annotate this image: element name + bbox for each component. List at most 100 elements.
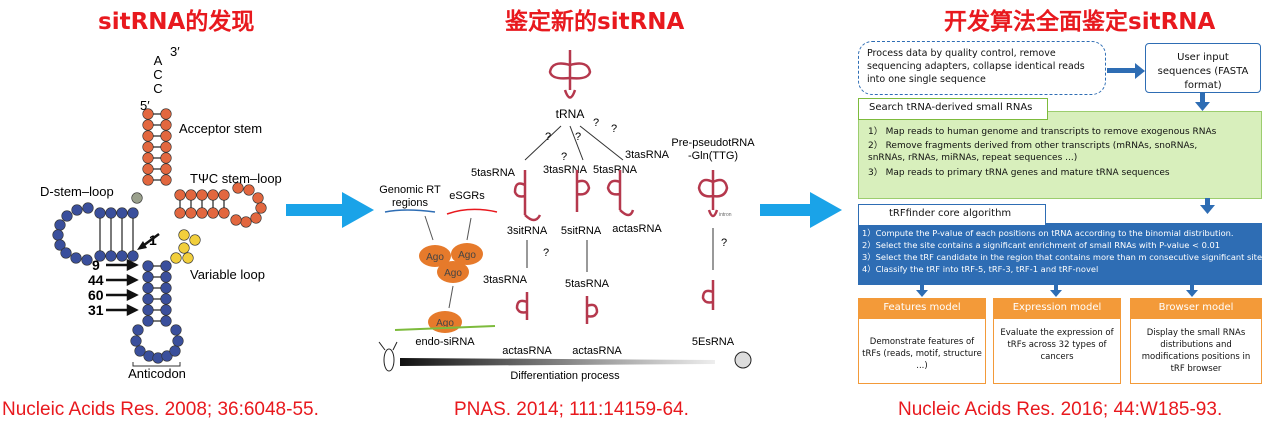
nucleotide	[81, 254, 93, 266]
nucleotide	[243, 184, 255, 196]
nucleotide	[160, 119, 172, 131]
features-model-title: Features model	[858, 298, 986, 319]
position-1-label: 1	[149, 232, 157, 248]
nucleotide	[232, 182, 244, 194]
right-panel-reference: Nucleic Acids Res. 2016; 44:W185-93.	[898, 399, 1223, 420]
features-model-desc: Demonstrate features of tRFs (reads, mot…	[862, 337, 982, 371]
actas-upper-label: actasRNA	[612, 223, 662, 235]
nucleotide	[161, 350, 173, 362]
tas3-lower-label: 3tasRNA	[483, 274, 528, 286]
user-input-box: User input sequences (FASTA format)	[1145, 43, 1261, 93]
differentiation-label: Differentiation process	[510, 370, 620, 382]
question-mark-6: ?	[543, 247, 549, 259]
nucleotide	[94, 207, 106, 219]
question-mark-2: ?	[575, 131, 581, 143]
question-mark-1: ?	[545, 131, 551, 143]
nucleotide	[182, 252, 194, 264]
nucleotide	[250, 212, 262, 224]
nucleotide	[142, 119, 154, 131]
nucleotide	[105, 250, 117, 262]
search-trna-section	[858, 111, 1262, 199]
search-step-1: 1） Map reads to human genome and transcr…	[868, 127, 1217, 137]
nucleotide	[252, 192, 264, 204]
browser-model-desc: Display the small RNAs distributions and…	[1141, 328, 1251, 374]
nucleotide	[127, 250, 139, 262]
process-data-box: Process data by quality control, remove …	[858, 41, 1106, 95]
arrow-middle-to-right	[760, 192, 842, 228]
ago-label-4: Ago	[436, 318, 454, 329]
nucleotide	[207, 207, 219, 219]
nucleotide	[130, 335, 142, 347]
nucleotide	[218, 207, 230, 219]
nucleotide	[185, 189, 197, 201]
core-step-3: 3）Select the tRF candidate in the region…	[862, 252, 1267, 262]
ago-label-2: Ago	[458, 250, 476, 261]
nucleotide	[142, 174, 154, 186]
nucleotide	[142, 141, 154, 153]
nucleotide	[52, 229, 64, 241]
nucleotide	[142, 152, 154, 164]
differentiation-arrow	[400, 358, 715, 366]
arrow-search-down	[1200, 198, 1215, 214]
nucleotide	[142, 271, 154, 283]
tas5-mid-label: 5tasRNA	[593, 164, 638, 176]
pre-pseudo-trna-label: Pre-pseudotRNA	[671, 137, 755, 149]
ago-protein-cluster	[419, 243, 483, 333]
trna-icon	[548, 50, 592, 99]
sit5-label: 5sitRNA	[561, 225, 602, 237]
organism-icon	[378, 341, 398, 372]
middle-panel-reference: PNAS. 2014; 111:14159-64.	[454, 399, 689, 420]
ago-label-1: Ago	[426, 252, 444, 263]
nucleotide	[218, 189, 230, 201]
nucleotide	[178, 229, 190, 241]
arrows-to-models	[916, 284, 1198, 297]
nucleotide	[170, 324, 182, 336]
question-mark-7: ?	[721, 237, 727, 249]
position-60-label: 60	[88, 287, 104, 303]
tpsic-loop-label: TΨC stem–loop	[190, 171, 282, 186]
nucleotide	[127, 207, 139, 219]
nucleotide	[174, 189, 186, 201]
anticodon-label: Anticodon	[128, 366, 186, 381]
search-step-3: 3） Map reads to primary tRNA genes and m…	[868, 168, 1170, 178]
pre-pseudo-trna-label-2: -Gln(TTG)	[688, 150, 738, 162]
nucleotide	[160, 271, 172, 283]
trna-label: tRNA	[556, 107, 585, 121]
variable-loop-label: Variable loop	[190, 267, 265, 282]
nucleotide	[174, 207, 186, 219]
nucleotide	[196, 207, 208, 219]
nucleotide	[207, 189, 219, 201]
nucleotide	[170, 252, 182, 264]
nucleotide	[70, 252, 82, 264]
nucleotide	[61, 210, 73, 222]
genomic-rt-label: Genomic RT	[379, 184, 441, 196]
nucleotide	[54, 239, 66, 251]
arrow-process-to-input	[1107, 63, 1145, 79]
nucleotide	[160, 260, 172, 272]
nucleotide	[142, 282, 154, 294]
d-loop-label: D-stem–loop	[40, 184, 114, 199]
nucleotide	[142, 304, 154, 316]
nucleotide	[131, 192, 143, 204]
nucleotide	[105, 207, 117, 219]
left-panel-title: sitRNA的发现	[98, 9, 255, 35]
three-prime-label: 3′	[170, 44, 180, 59]
tas3-mid-label: 3tasRNA	[543, 164, 588, 176]
core-step-2: 2）Select the site contains a significant…	[862, 240, 1221, 250]
nucleotide	[82, 202, 94, 214]
acceptor-stem-label: Acceptor stem	[179, 121, 262, 136]
nucleotide	[142, 260, 154, 272]
nucleotide	[60, 247, 72, 259]
nucleotide	[142, 130, 154, 142]
right-panel-title: 开发算法全面鉴定sitRNA	[944, 9, 1216, 35]
actas-mid-label: actasRNA	[572, 345, 622, 357]
nucleotide	[134, 345, 146, 357]
question-mark-4: ?	[593, 117, 599, 129]
nucleotide	[116, 250, 128, 262]
position-9-label: 9	[92, 257, 100, 273]
core-step-4: 4）Classify the tRF into tRF-5, tRF-3, tR…	[862, 264, 1099, 274]
nucleotide	[255, 202, 267, 214]
nucleotide	[189, 234, 201, 246]
tas5-left-label: 5tasRNA	[471, 167, 516, 179]
nucleotide	[160, 304, 172, 316]
